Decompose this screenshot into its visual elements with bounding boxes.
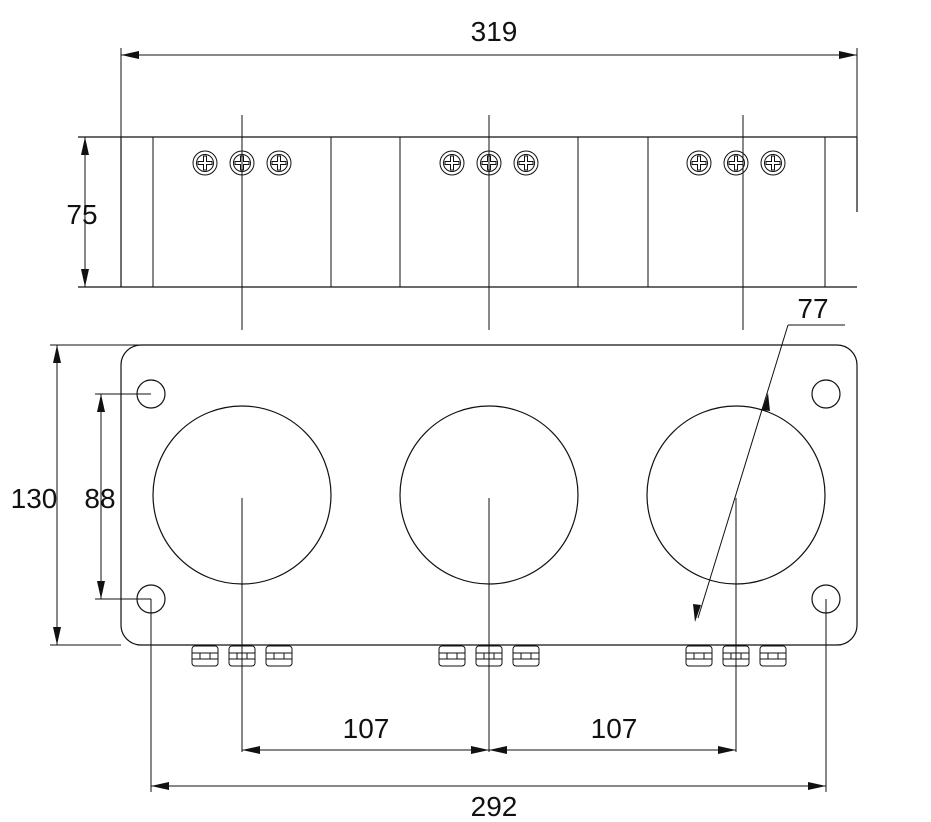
dimension-hole-spacing-horizontal: 292 [150,599,827,822]
dim-label-height-front: 130 [11,483,58,514]
dim-label-diameter: 77 [797,293,828,324]
dimension-hole-spacing-vertical: 88 [84,393,151,600]
dimension-pitch-right: 107 [489,713,736,754]
top-view-body [78,115,858,330]
terminal-screws-right [686,150,786,176]
mounting-hole-top-right [811,379,841,409]
dimension-overall-width: 319 [120,16,858,137]
dimension-diameter: 77 [693,293,845,622]
dim-label-pitch-right: 107 [591,713,638,744]
dim-label-hole-spacing-vertical: 88 [84,483,115,514]
top-view: 319 [66,16,858,330]
front-view: 130 88 77 107 [11,293,858,822]
dim-label-height-top: 75 [66,199,97,230]
dimension-height-top: 75 [66,137,98,287]
dim-label-hole-spacing-horizontal: 292 [471,791,518,822]
dimension-height-front: 130 [11,344,240,646]
dim-label-overall-width: 319 [471,16,518,47]
dimension-pitch-left: 107 [242,713,489,754]
dim-label-pitch-left: 107 [343,713,390,744]
